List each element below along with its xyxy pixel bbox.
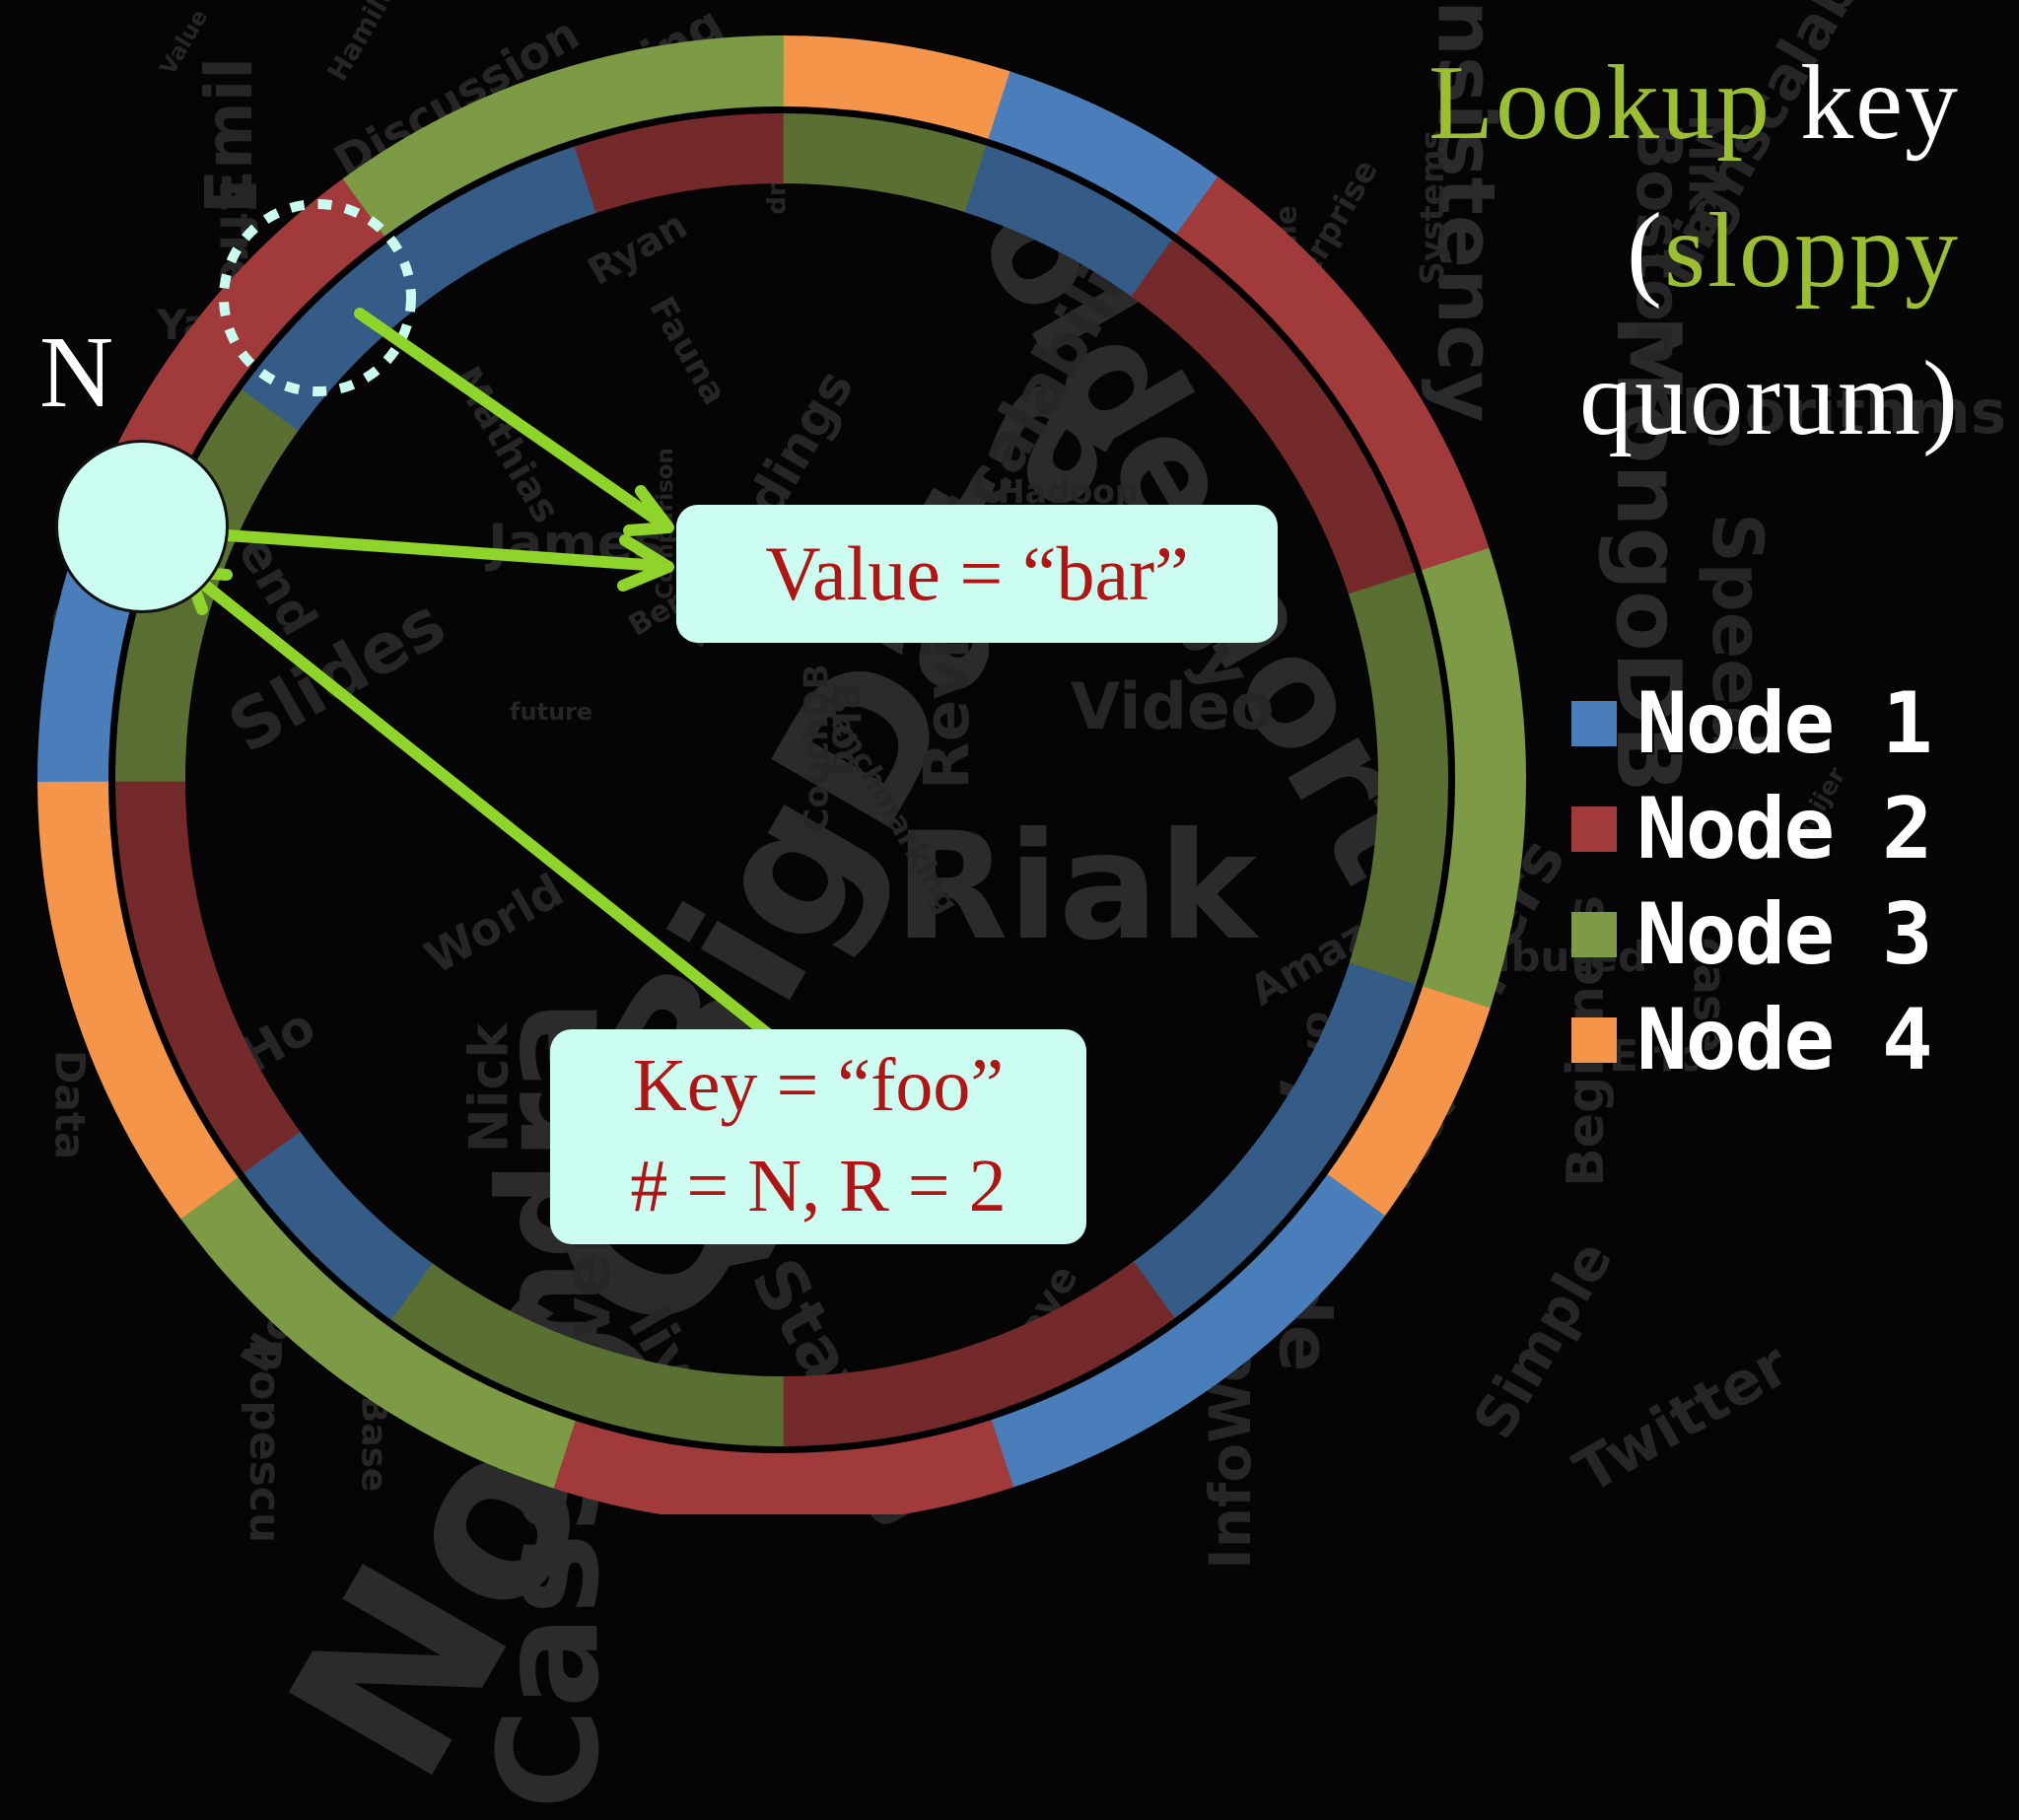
arrow-head-dashed-to-value: [623, 485, 674, 536]
inner-ring-segment-node-1: [242, 1129, 433, 1320]
inner-ring-segment-node-2: [574, 113, 784, 214]
title-lookup: Lookup: [1428, 44, 1773, 162]
background-word: Video: [1071, 670, 1275, 744]
background-word: Algorithms: [1635, 378, 2007, 448]
legend-item-node-2: Node 2: [1571, 776, 1933, 881]
title-key: key: [1772, 44, 1960, 162]
outer-ring-segment-node-1: [987, 71, 1221, 239]
node-n-circle: [55, 440, 229, 613]
legend-swatch-node-3: [1571, 911, 1617, 957]
background-word: Hadoop: [998, 472, 1139, 511]
outer-ring-segment-node-2: [549, 1417, 784, 1514]
outer-ring-segment-node-4: [1323, 985, 1491, 1220]
arrow-node-to-value: [179, 526, 666, 572]
inner-ring-segment-node-3: [388, 1261, 599, 1415]
key-callout: Key = “foo” # = N, R = 2: [550, 1029, 1086, 1244]
inner-ring-segment-node-3: [780, 113, 990, 214]
background-word: Eric: [1609, 1031, 1701, 1082]
outer-ring: [36, 35, 1527, 1514]
arrow-key-to-node: [187, 570, 802, 1063]
inner-ring-segment-node-2: [147, 962, 301, 1173]
outer-ring-segment-node-4: [36, 778, 145, 1013]
dashed-highlight-circle: [219, 199, 416, 396]
background-word: Riak: [894, 802, 1257, 973]
inner-ring-segment-node-3: [1348, 572, 1448, 782]
slide: RiakBigDataNoSQLVoldemortConsistencyEnte…: [32, 0, 2007, 1820]
outer-ring-segment-node-3: [1419, 778, 1527, 1013]
outer-ring-segment-node-2: [1323, 340, 1491, 575]
arrows: [179, 308, 802, 1063]
arrow-head-node-to-value: [617, 534, 674, 592]
legend-item-node-3: Node 3: [1571, 881, 1933, 987]
key-callout-line1: Key = “foo”: [632, 1044, 1005, 1127]
title-open-paren: (: [1626, 192, 1664, 310]
arrow-dashed-to-value: [354, 308, 666, 528]
legend-swatch-node-1: [1571, 700, 1617, 746]
title-sloppy: sloppy: [1663, 192, 1960, 310]
outer-ring-segment-node-1: [987, 1321, 1221, 1489]
legend: Node 1 Node 2 Node 3 Node 4: [1571, 670, 1933, 1092]
outer-ring-segment-node-3: [342, 1321, 577, 1489]
outer-ring-segment-node-3: [178, 1172, 389, 1383]
inner-ring-segment-node-2: [1263, 386, 1417, 597]
inner-ring-segment-node-1: [1263, 962, 1417, 1173]
inner-ring-segment-node-2: [115, 778, 216, 988]
consistent-hash-ring: [36, 35, 1527, 1514]
inner-ring-segment-node-3: [115, 572, 216, 782]
legend-label-node-2: Node 2: [1636, 779, 1933, 878]
value-callout: Value = “bar”: [676, 505, 1278, 643]
outer-ring-segment-node-3: [549, 35, 784, 143]
legend-label-node-3: Node 3: [1636, 884, 1933, 984]
inner-ring-segment-node-3: [574, 1346, 784, 1447]
inner-ring-segment-node-1: [1131, 1129, 1322, 1320]
outer-ring-segment-node-4: [73, 985, 241, 1220]
legend-label-node-1: Node 1: [1636, 673, 1933, 773]
background-word: future: [510, 698, 593, 726]
legend-swatch-node-2: [1571, 805, 1617, 852]
inner-ring-segment-node-1: [388, 145, 599, 299]
key-callout-line2: # = N, R = 2: [630, 1145, 1007, 1227]
inner-ring: [115, 113, 1448, 1447]
inner-ring-segment-node-2: [964, 1261, 1175, 1415]
title-quorum: quorum): [1579, 340, 1960, 457]
legend-label-node-4: Node 4: [1636, 990, 1933, 1089]
inner-ring-segment-node-1: [964, 145, 1175, 299]
ring-separator: [108, 106, 1455, 1453]
legend-item-node-4: Node 4: [1571, 987, 1933, 1092]
outer-ring-segment-node-4: [780, 35, 1014, 143]
outer-ring-segment-node-1: [1174, 1172, 1385, 1383]
inner-ring-segment-node-3: [1348, 778, 1448, 988]
outer-ring-segment-node-2: [780, 1417, 1014, 1514]
legend-item-node-1: Node 1: [1571, 670, 1933, 776]
outer-ring-segment-node-3: [342, 71, 577, 239]
outer-ring-segment-node-2: [1174, 176, 1385, 387]
legend-swatch-node-4: [1571, 1016, 1617, 1063]
inner-ring-segment-node-2: [1131, 240, 1322, 431]
inner-ring-segment-node-2: [780, 1346, 990, 1446]
node-n-label: N: [39, 315, 114, 429]
outer-ring-segment-node-3: [1419, 547, 1527, 782]
slide-title: Lookup key (sloppy quorum): [1211, 30, 1960, 473]
